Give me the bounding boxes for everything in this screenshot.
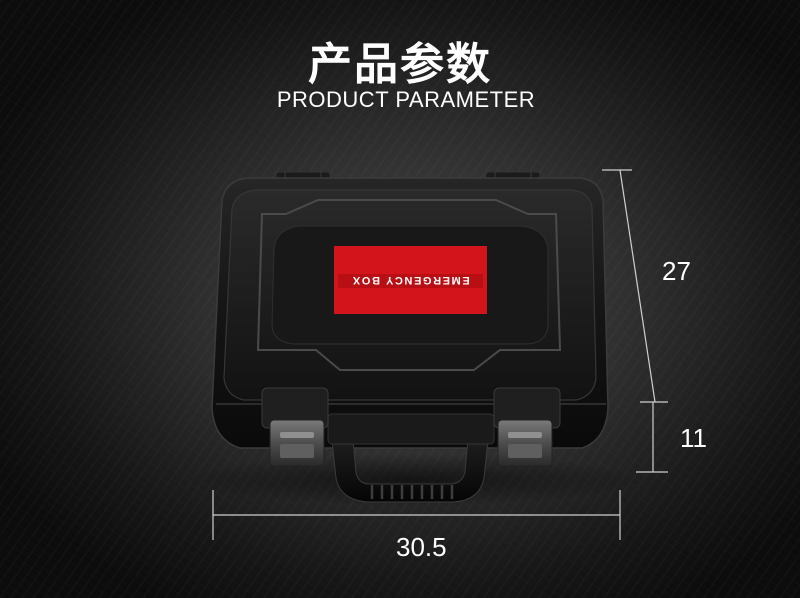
latch-right bbox=[493, 387, 561, 467]
dimension-width-label: 30.5 bbox=[396, 532, 447, 562]
latch-left bbox=[261, 387, 329, 467]
dimension-depth-label: 11 bbox=[680, 423, 707, 453]
handle-bracket bbox=[327, 413, 495, 445]
title-en: PRODUCT PARAMETER bbox=[276, 87, 536, 112]
case-shadow bbox=[182, 454, 642, 506]
dimension-height-line bbox=[619, 169, 656, 403]
emergency-label-text: EMERGENCY BOX bbox=[351, 274, 469, 286]
title-cn: 产品参数 bbox=[308, 39, 492, 90]
lid-contour bbox=[256, 199, 562, 371]
emergency-label: EMERGENCY BOX bbox=[334, 246, 487, 314]
dimension-height-label: 27 bbox=[662, 256, 691, 286]
